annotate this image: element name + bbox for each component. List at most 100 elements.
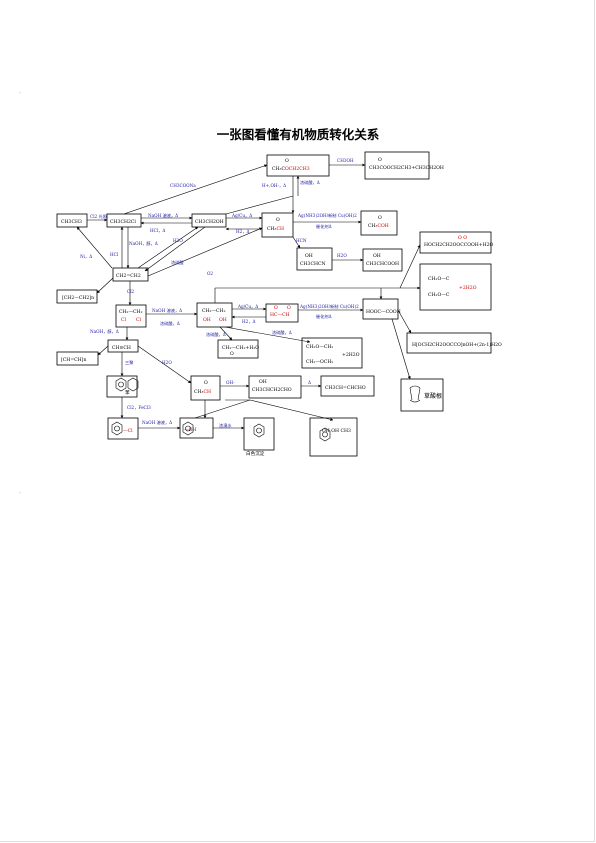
svg-text:OH: OH <box>259 379 267 385</box>
label-naoh-alcohol-2: NaOH，醇，Δ <box>90 328 119 335</box>
text-polyethylene: [CH2—CH2]n <box>62 295 94 301</box>
text-bisphenol: OH OH CH3 <box>322 428 351 434</box>
label-h-oh: H+,OH-，Δ <box>262 183 286 189</box>
label-naoh-alcohol: NaOH，醇，Δ <box>129 240 158 247</box>
text-glyoxal: HC—CH <box>270 312 290 318</box>
label-naoh-water-2: NaOH 溶液，Δ <box>152 307 182 314</box>
svg-text:O: O <box>378 215 382 221</box>
margin-mark-bottom: ‹ <box>19 490 21 496</box>
text-chlorobenzene: —Cl <box>123 428 133 434</box>
label-ch3coona: CH3COONa <box>170 183 196 188</box>
svg-text:O: O <box>230 351 234 357</box>
text-chloroethane: CH3CH2Cl <box>110 219 136 225</box>
node-ester-product <box>364 151 430 180</box>
svg-text:CH2O—C: CH2O—C <box>428 292 450 298</box>
label-conc-h2so4-top: 浓硫酸，Δ <box>300 179 320 186</box>
margin-mark-top: ‹ <box>19 90 21 96</box>
text-dichloroethane: CH2—CH2 <box>119 309 143 315</box>
text-cyanohydrin: CH3CHCN <box>300 261 326 267</box>
svg-text:O: O <box>204 380 208 386</box>
arrow-ethylene-aldehyde <box>147 227 263 277</box>
node-polyacetylene <box>56 351 99 366</box>
bisphenol-ring-icon <box>319 427 331 442</box>
arrow-acetylene-poly <box>97 345 109 356</box>
text-lactic-acid: CH3CHCOOH <box>366 261 399 267</box>
node-grass-acid <box>400 378 444 412</box>
label-cl2-light: Cl2 光照 <box>90 213 107 220</box>
label-cl2: Cl2 <box>127 289 135 294</box>
arrow-to-bisphenol <box>249 399 334 421</box>
svg-text:O: O <box>276 217 280 223</box>
text-ester-product: CH3COOCH2CH3+CH3CH2OH <box>369 165 444 171</box>
label-naoh-water: NaOH 溶液，Δ <box>148 212 178 219</box>
label-tollens-2: Ag(NH3)2OH/新制 Cu(OH)2 <box>299 303 359 310</box>
arrow-ethylene-ethane <box>76 226 113 269</box>
arrow-to-oxalate <box>391 318 411 380</box>
text-acetic-acid: CH3COH <box>368 223 389 229</box>
svg-text:CH2—OCH2: CH2—OCH2 <box>306 359 333 365</box>
node-glyoxal <box>265 303 299 323</box>
text-dioxane-water: +2H2O <box>342 352 360 358</box>
node-ethane <box>56 213 88 228</box>
phenol-ring-icon <box>182 421 194 436</box>
text-acetaldehyde: CH3CH <box>267 226 284 232</box>
node-bisphenol <box>309 417 358 457</box>
text-ethylene-glycol: CH2—CH2 <box>202 308 226 314</box>
node-ethyl-acetate <box>266 154 330 177</box>
page-title: 一张图看懂有机物质转化关系 <box>216 127 380 142</box>
text-oxalic-acid: HOOC—COOH <box>366 309 401 315</box>
arrow-glycol-dioxane <box>224 326 311 344</box>
arrow-ethylene-ethanol <box>137 226 199 269</box>
node-poly-ester <box>406 332 492 354</box>
benzene-ring-icon <box>115 377 139 392</box>
arrow-ethanol-ethylene <box>144 226 206 272</box>
svg-text:OH: OH <box>305 253 313 259</box>
text-polyacetylene: [CH=CH]n <box>61 357 86 363</box>
label-o2: O2 <box>207 271 213 276</box>
label-conc-h2so4-3: 浓硫酸，Δ <box>206 331 226 338</box>
arrow-to-ester <box>123 164 268 215</box>
node-aldol <box>248 375 302 399</box>
label-cl2-fecl3: Cl2，FeCl3 <box>127 405 151 411</box>
node-ethanol <box>191 213 227 228</box>
text-dioxane-a: CH2O—CH2 <box>306 344 333 350</box>
text-white-precipitate: 白色沉淀 <box>246 450 265 457</box>
text-cyclic-water: +2H2O <box>459 285 477 291</box>
label-hcl: HCl <box>110 252 119 257</box>
node-dichloroethane <box>115 304 147 328</box>
svg-text:O: O <box>285 158 289 164</box>
svg-text:O: O <box>274 305 278 311</box>
label-catalyst-2: 催化剂Δ <box>316 313 332 320</box>
label-h2o-2: H2O <box>173 238 183 243</box>
node-ethylene <box>112 267 149 282</box>
label-bromine-water: 浓溴水 <box>219 422 232 429</box>
node-ethylene-glycol <box>196 302 233 328</box>
svg-text:OH: OH <box>219 317 227 323</box>
arrow-aldehyde-cyano <box>292 236 301 249</box>
text-acetylene: CH≡CH <box>112 345 131 351</box>
svg-text:Cl: Cl <box>136 317 142 323</box>
node-oxalic-acid <box>362 298 399 320</box>
label-conc-h2so4-2: 浓硫酸，Δ <box>160 320 180 327</box>
svg-text:O: O <box>378 157 382 163</box>
node-ester-chain <box>419 231 492 254</box>
label-heat: Δ <box>308 380 311 385</box>
arrow-acetylene-aldehyde <box>137 345 192 384</box>
label-h2-heat: H2，Δ <box>236 229 250 235</box>
text-ester-chain: HOCH2CH2OOCCOOH+H2O <box>424 242 494 248</box>
line-phenol-up <box>194 399 251 419</box>
label-hcl-heat: HCl，Δ <box>150 228 165 234</box>
text-benzene: 苯 <box>125 389 130 396</box>
text-acetaldehyde-2: CH3CH <box>194 389 211 395</box>
label-conc-h2so4-4: 浓硫酸，Δ <box>272 329 292 336</box>
text-epoxide: CH2—CH2+H2O <box>222 345 259 351</box>
text-cyclic-a: CH2O—C <box>428 276 450 282</box>
label-h2o-hg: H2O <box>162 360 172 365</box>
label-tollens: Ag(NH3)2OH/新制 Cu(OH)2 <box>297 212 357 219</box>
node-tribromophenol <box>243 417 275 451</box>
node-epoxide <box>217 339 259 359</box>
node-acetic-acid <box>360 210 398 236</box>
label-catalyst: 催化剂Δ <box>316 223 332 230</box>
text-ethane: CH3CH3 <box>61 219 82 225</box>
